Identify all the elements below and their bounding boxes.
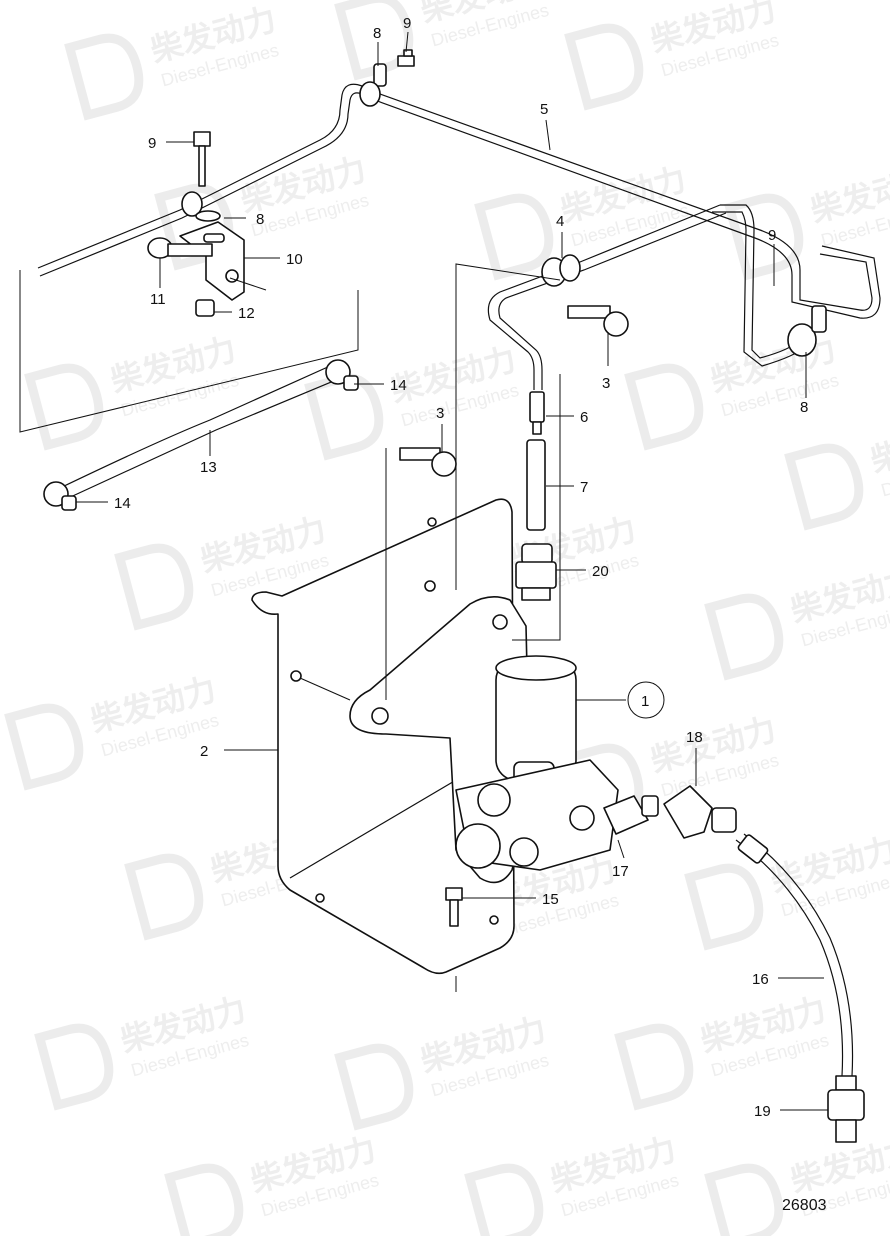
callout-labels: 8 9 5 9 8 10 11 12 14 14 13 4 9 8 3 3 6 … [114,15,808,1120]
bolt-15 [445,887,463,927]
callout-20: 20 [592,563,609,580]
connector-18 [663,785,737,839]
callout-7: 7 [580,479,588,496]
hose-13 [59,365,337,501]
callout-6: 6 [580,409,588,426]
watermark-brand: 柴发动力 [867,410,890,480]
tube-7 [526,439,546,531]
callout-8-top: 8 [373,25,381,42]
fitting-19 [827,1075,865,1143]
callout-5: 5 [540,101,548,118]
fitting-6 [529,391,545,435]
callout-13: 13 [200,459,217,476]
callout-14-top: 14 [390,377,407,394]
callout-19: 19 [754,1103,771,1120]
callout-11: 11 [150,291,166,308]
callout-9-left: 9 [148,135,156,152]
callout-8-right: 8 [800,399,808,416]
nut-12 [195,299,215,317]
clamp-8-right [787,305,827,357]
clamp-8-top [359,63,387,107]
drawing-number: 26803 [782,1197,827,1214]
bolt-3-upper [567,305,629,337]
bolt-11 [147,237,213,259]
callout-14-bottom: 14 [114,495,131,512]
filter-housing-1 [349,596,619,884]
callout-8-left: 8 [256,211,264,228]
fuel-pipe-5 [37,83,881,319]
callout-10: 10 [286,251,303,268]
callout-16: 16 [752,971,769,988]
callout-2: 2 [200,743,208,760]
callout-1: 1 [641,693,649,710]
hose-clamp-14-a [325,359,359,391]
callout-3-center: 3 [436,405,444,422]
callout-9-top: 9 [403,15,411,32]
nipple-17 [603,795,659,835]
callout-12: 12 [238,305,255,322]
hose-16 [735,833,854,1077]
callout-3-upper: 3 [602,375,610,392]
bolt-9-left [181,131,221,222]
bracket-10 [179,221,245,301]
hose-clamp-14-b [43,481,77,511]
bolt-3-center [399,447,457,477]
bolt-9-top [397,49,415,67]
callout-9-right: 9 [768,227,776,244]
callout-4: 4 [556,213,564,230]
callout-15: 15 [542,891,559,908]
leader-lines [76,31,828,1111]
callout-18: 18 [686,729,703,746]
grommet-4 [541,254,581,287]
hose-group-frame [19,270,359,433]
adaptor-20 [515,543,557,601]
callout-17: 17 [612,863,629,880]
